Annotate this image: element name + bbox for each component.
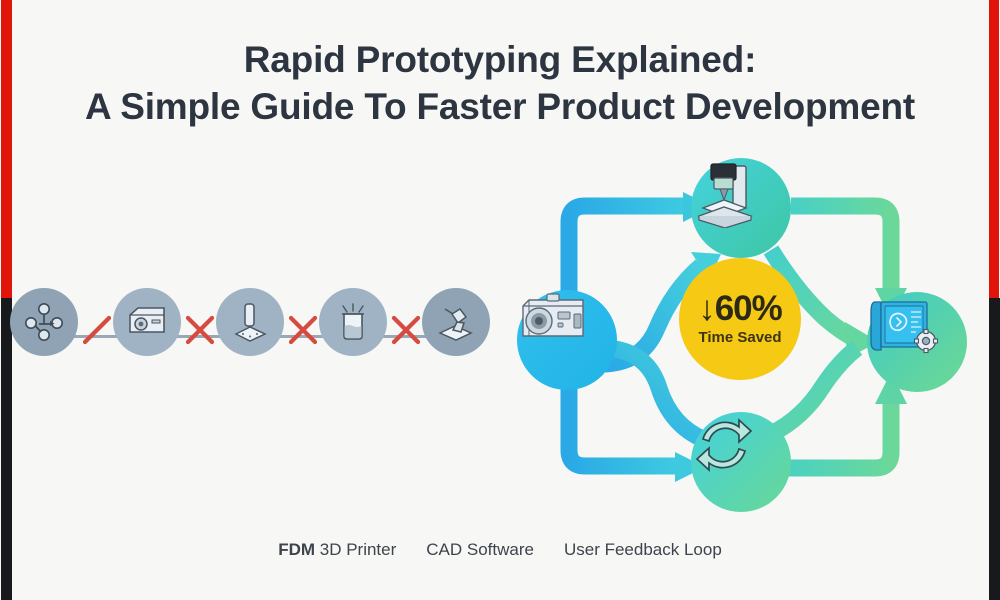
left-edge-black-segment bbox=[1, 298, 12, 600]
title-line-2: A Simple Guide To Faster Product Develop… bbox=[84, 86, 915, 127]
node-circle-feedback bbox=[691, 412, 791, 512]
right-edge-bar bbox=[987, 0, 1000, 600]
legacy-node-network-nodes bbox=[10, 288, 78, 356]
chain-cross-2 bbox=[183, 313, 217, 347]
left-edge-bar bbox=[0, 0, 13, 600]
caption-fdm-rest: 3D Printer bbox=[315, 540, 397, 559]
x-cross-icon bbox=[288, 315, 318, 345]
rapid-prototyping-flow-diagram: ↓60% Time Saved bbox=[505, 150, 1000, 550]
flow-node-feedback-loop[interactable] bbox=[691, 412, 791, 512]
network-nodes-icon bbox=[25, 303, 63, 341]
legacy-node-beaker bbox=[319, 288, 387, 356]
cad-blueprint-gear-icon bbox=[870, 301, 939, 354]
arrow-feedback-to-cad-curve bbox=[767, 341, 863, 442]
3d-printer-icon bbox=[697, 163, 754, 228]
chain-cross-3 bbox=[286, 313, 320, 347]
bottom-caption-row: FDM 3D Printer CAD Software User Feedbac… bbox=[0, 540, 1000, 560]
beaker-icon bbox=[342, 303, 364, 340]
flow-node-scanner[interactable] bbox=[517, 290, 617, 390]
right-edge-black-segment bbox=[989, 298, 1000, 600]
clamp-press-icon bbox=[438, 307, 473, 341]
flow-node-3d-printer[interactable] bbox=[691, 158, 791, 258]
legacy-process-chain bbox=[0, 288, 500, 388]
caption-cad-software: CAD Software bbox=[426, 540, 534, 559]
arrow-feedback-to-cad-bottom bbox=[775, 372, 907, 477]
time-saved-badge: ↓60% Time Saved bbox=[679, 258, 801, 380]
title-line-1: Rapid Prototyping Explained: bbox=[243, 39, 757, 80]
slash-icon bbox=[82, 315, 112, 345]
legacy-node-machine-box bbox=[113, 288, 181, 356]
time-saved-percentage: ↓60% bbox=[698, 289, 783, 328]
arrow-scanner-to-feedback-bottom bbox=[560, 362, 705, 482]
legacy-node-clamp-press bbox=[422, 288, 490, 356]
camera-scanner-icon bbox=[522, 293, 584, 337]
x-cross-icon bbox=[185, 315, 215, 345]
chain-cross-4 bbox=[389, 313, 423, 347]
cnc-tool-icon bbox=[234, 303, 267, 342]
caption-fdm-3d-printer: FDM 3D Printer bbox=[278, 540, 396, 560]
right-edge-red-segment bbox=[989, 0, 999, 298]
refresh-loop-icon bbox=[695, 418, 753, 472]
time-saved-label: Time Saved bbox=[698, 329, 782, 346]
legacy-node-cnc-tool bbox=[216, 288, 284, 356]
flow-node-cad-software[interactable] bbox=[867, 292, 967, 392]
caption-fdm-bold: FDM bbox=[278, 540, 316, 559]
machine-box-icon bbox=[129, 307, 165, 333]
chain-cross-1 bbox=[80, 313, 114, 347]
arrow-scanner-to-feedback-curve bbox=[604, 339, 709, 448]
caption-user-feedback-loop: User Feedback Loop bbox=[563, 540, 722, 559]
slide-title: Rapid Prototyping Explained: A Simple Gu… bbox=[0, 36, 1000, 130]
x-cross-icon bbox=[391, 315, 421, 345]
left-edge-red-segment bbox=[1, 0, 12, 298]
